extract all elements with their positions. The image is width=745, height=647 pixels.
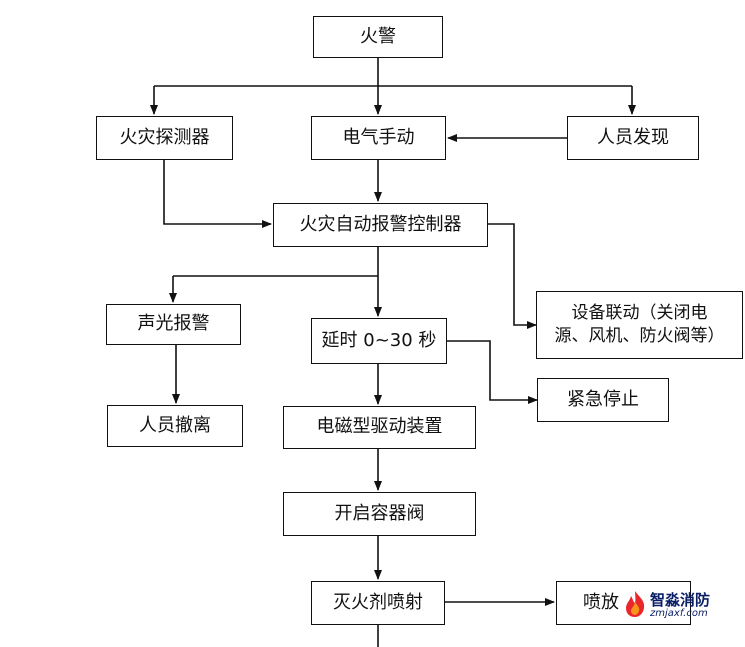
node-controller: 火灾自动报警控制器 <box>273 203 488 247</box>
linkage-line-2: 源、风机、防火阀等） <box>554 326 725 346</box>
node-fire-alarm: 火警 <box>313 16 443 58</box>
flame-logo-icon <box>626 591 645 617</box>
node-discharge: 喷放 <box>556 581 691 625</box>
node-sound-light-alarm: 声光报警 <box>106 304 241 345</box>
linkage-line-1: 设备联动（关闭电 <box>571 303 708 324</box>
node-equipment-linkage: 设备联动（关闭电 源、风机、防火阀等） <box>536 291 743 359</box>
node-spray-agent: 灭火剂喷射 <box>311 581 445 625</box>
node-evacuate: 人员撤离 <box>107 405 243 447</box>
arrow-detector-to-controller <box>163 160 272 228</box>
node-emergency-stop: 紧急停止 <box>537 378 669 422</box>
node-person-discovery: 人员发现 <box>567 116 699 160</box>
node-delay: 延时 0~30 秒 <box>311 318 447 364</box>
node-open-valve: 开启容器阀 <box>283 492 476 536</box>
watermark-brand: 智淼消防 <box>650 591 711 609</box>
node-manual-electric: 电气手动 <box>311 116 446 160</box>
watermark-site: zmjaxf.com <box>650 608 708 619</box>
watermark: 智淼消防 zmjaxf.com <box>620 586 744 624</box>
node-fire-detector: 火灾探测器 <box>96 116 233 160</box>
arrow-delay-to-stop <box>447 340 538 404</box>
discharge-label: 喷放 <box>583 591 619 613</box>
arrow-controller-to-linkage <box>488 223 537 329</box>
node-driver: 电磁型驱动装置 <box>283 406 476 449</box>
